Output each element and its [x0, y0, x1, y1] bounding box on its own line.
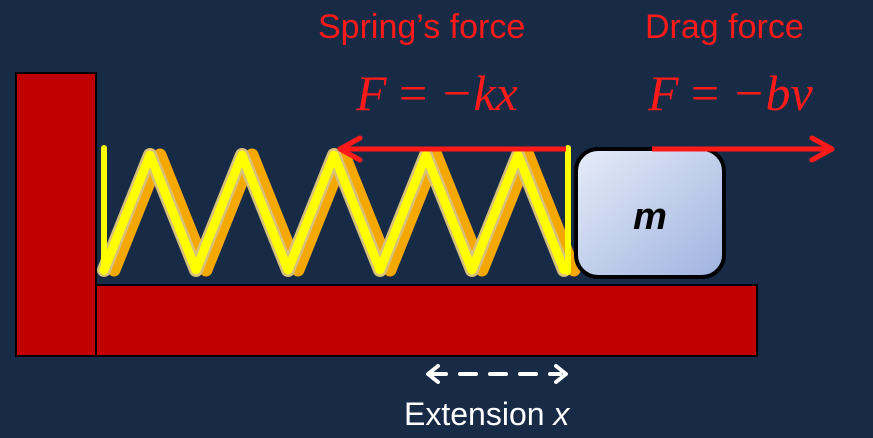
drag-force-equation: F = −bv: [648, 68, 813, 118]
drag-eq-op: =: [691, 65, 720, 121]
drag-eq-rhs: −bv: [731, 65, 813, 121]
drag-force-arrowhead: [809, 135, 835, 163]
spring-force-arrowhead: [337, 135, 363, 163]
floor: [95, 284, 758, 357]
wall: [15, 72, 97, 357]
spring-force-equation: F = −kx: [356, 68, 518, 118]
extension-text: Extension: [404, 396, 545, 432]
mass-block: [574, 147, 726, 279]
extension-variable: x: [553, 396, 570, 432]
drag-eq-lhs: F: [648, 65, 679, 121]
spring-eq-rhs: −kx: [439, 65, 518, 121]
spring: [97, 145, 581, 277]
spring-eq-op: =: [399, 65, 428, 121]
extension-label: Extension x: [404, 398, 569, 430]
extension-arrow: [426, 364, 568, 384]
mass-label: m: [633, 196, 667, 238]
spring-eq-lhs: F: [356, 65, 387, 121]
drag-force-title: Drag force: [645, 8, 804, 46]
spring-force-title: Spring’s force: [318, 8, 526, 46]
